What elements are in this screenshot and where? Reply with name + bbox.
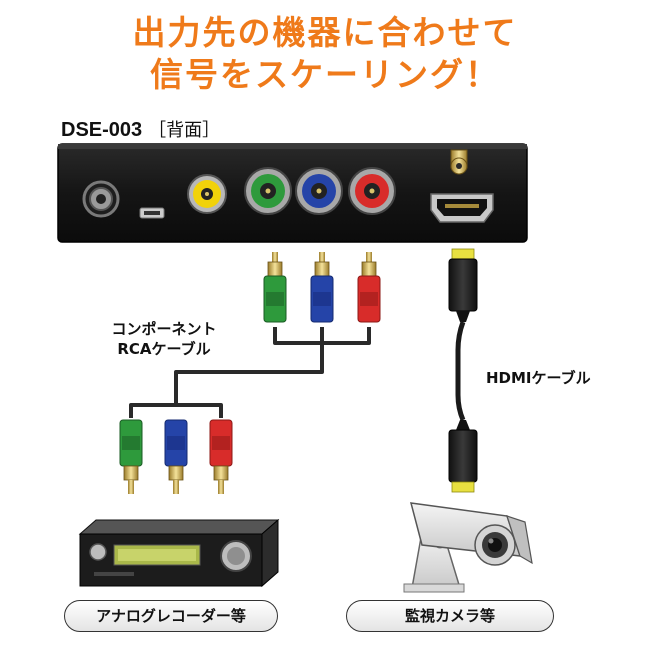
yellow-composite-jack-icon bbox=[187, 174, 227, 214]
sma-connector-icon bbox=[450, 149, 468, 175]
rca-plug-blue-bottom bbox=[164, 419, 188, 494]
device-back-panel bbox=[57, 143, 528, 243]
rca-cable-label-line-2: RCAケーブル bbox=[117, 340, 211, 358]
hdmi-cable bbox=[448, 248, 478, 493]
red-component-jack-icon bbox=[348, 167, 396, 215]
rca-cable-wires bbox=[129, 327, 371, 418]
headline-line-2: 信号をスケーリング！ bbox=[150, 55, 500, 94]
blue-component-jack-icon bbox=[295, 167, 343, 215]
rca-plug-red-bottom bbox=[209, 419, 233, 494]
headline-line-1: 出力先の機器に合わせて bbox=[132, 13, 518, 52]
target-label-recorder: アナログレコーダー等 bbox=[64, 600, 278, 632]
rca-plug-blue-top bbox=[310, 252, 334, 323]
rca-cable-label-line-1: コンポーネント bbox=[111, 320, 217, 338]
rca-plug-red-top bbox=[357, 252, 381, 323]
surveillance-camera-icon bbox=[403, 502, 533, 593]
hdmi-cable-label: HDMIケーブル bbox=[486, 369, 591, 387]
analog-recorder-icon bbox=[78, 518, 280, 588]
rca-plug-green-top bbox=[263, 252, 287, 323]
model-name: DSE-003 bbox=[61, 119, 143, 141]
mini-usb-port-icon bbox=[139, 207, 165, 219]
power-jack-icon bbox=[82, 180, 120, 218]
hdmi-port-icon bbox=[430, 193, 494, 223]
rca-plug-green-bottom bbox=[119, 419, 143, 494]
target-label-camera: 監視カメラ等 bbox=[346, 600, 554, 632]
rca-cable-label: コンポーネント RCAケーブル bbox=[94, 319, 234, 359]
green-component-jack-icon bbox=[244, 167, 292, 215]
device-title: DSE-003［背面］ bbox=[61, 116, 220, 142]
view-label: ［背面］ bbox=[148, 120, 221, 140]
